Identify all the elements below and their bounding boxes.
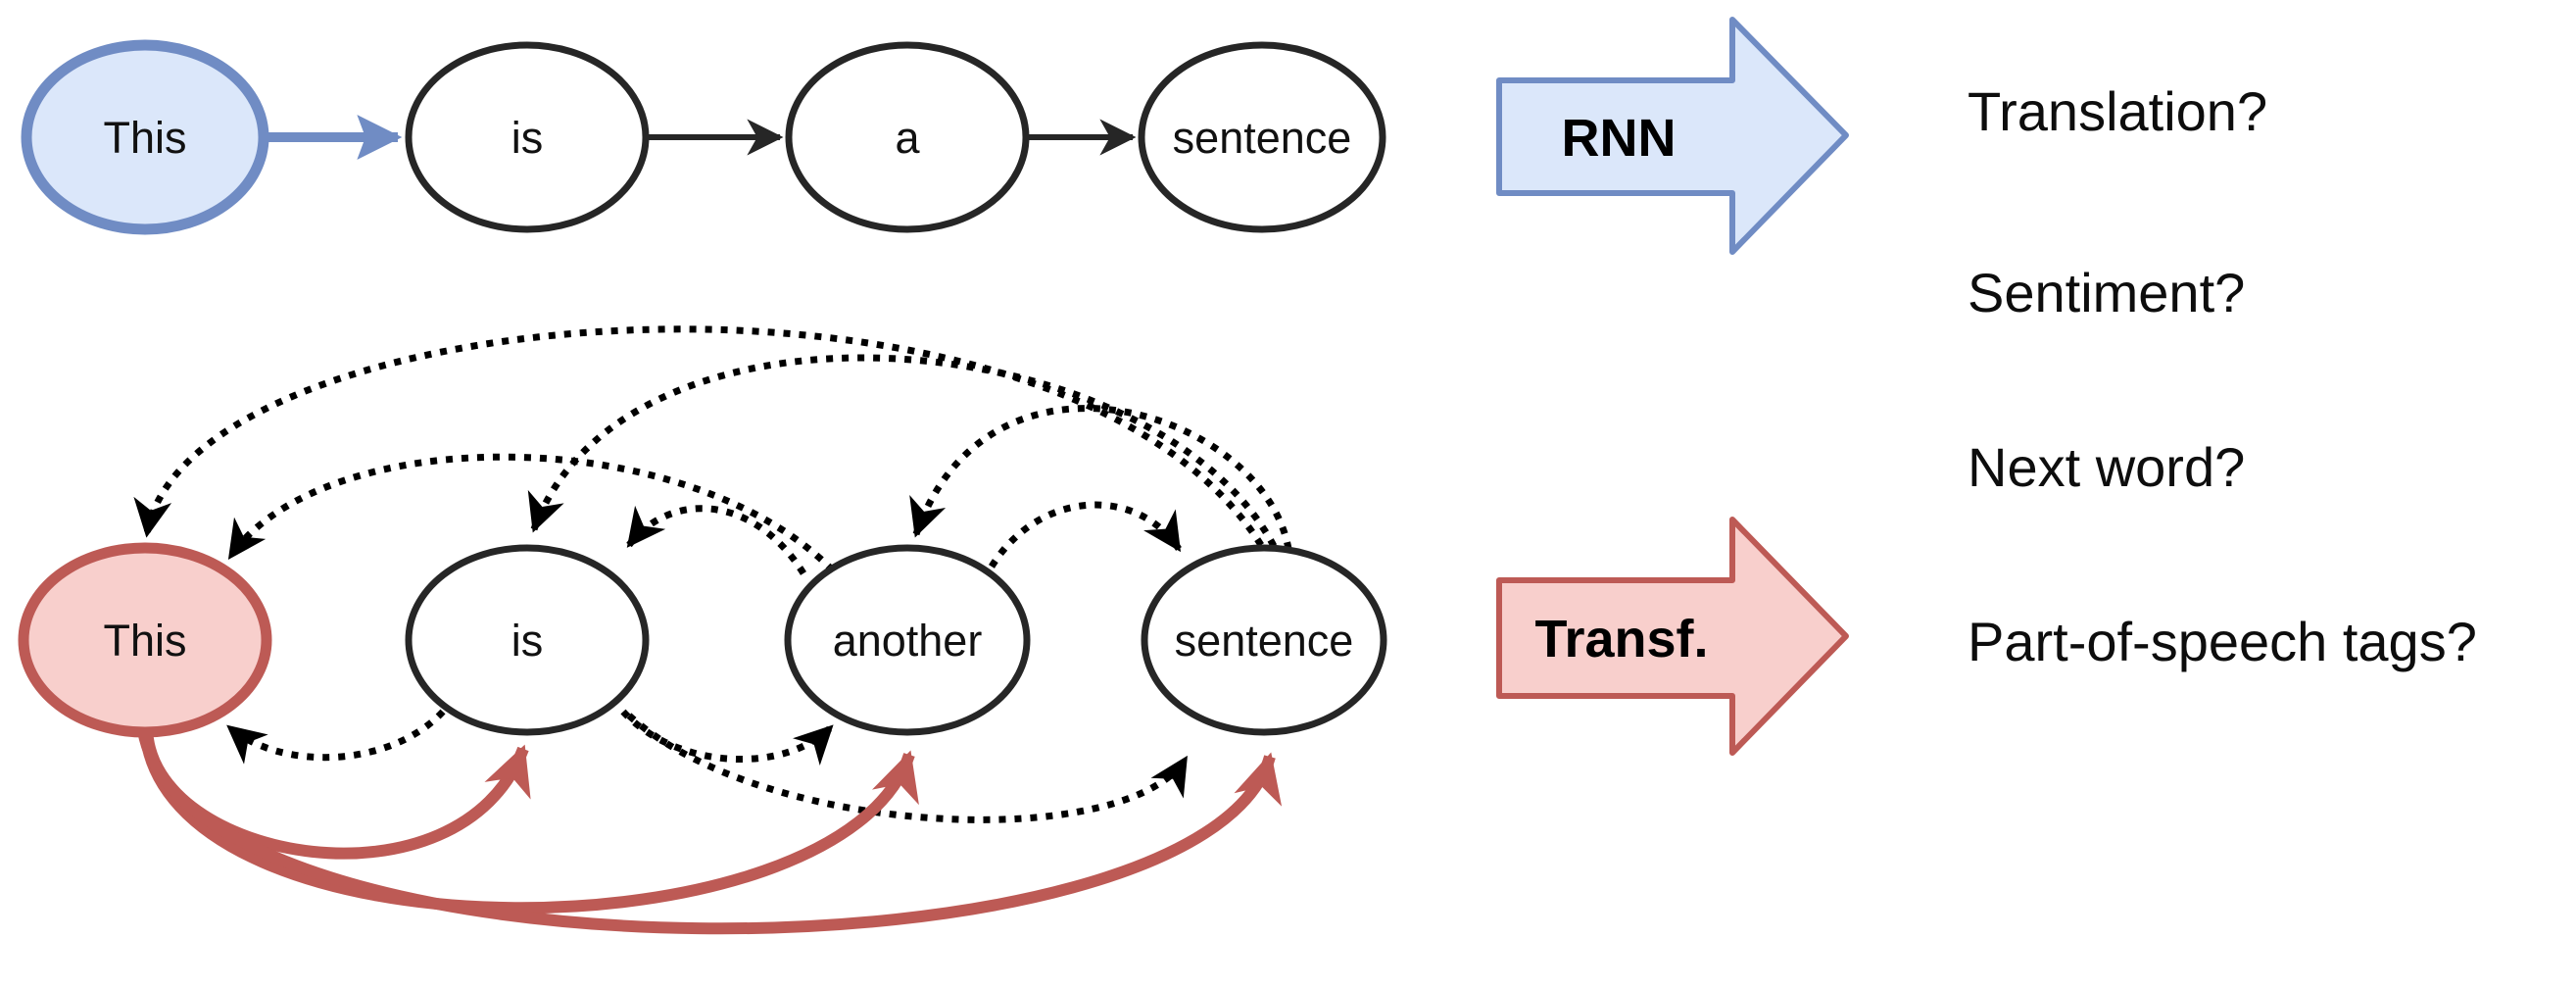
transformer-node-this <box>18 542 272 738</box>
rnn-node-is-label: is <box>511 113 544 163</box>
rnn-node-this-label: This <box>103 113 186 163</box>
attn-edge-is-to-sentence <box>626 713 1189 823</box>
rnn-block-arrow <box>1496 17 1849 255</box>
transformer-row: This is another sentence Transf. <box>18 325 1849 935</box>
task-list: Translation? Sentiment? Next word? Part-… <box>1968 80 2477 672</box>
transformer-node-is <box>405 544 650 736</box>
attn-edge-another-to-this <box>227 453 836 573</box>
attn-edge-sentence-to-this <box>133 325 1264 547</box>
attn-edge-is-to-this <box>226 709 446 765</box>
transformer-node-is-label: is <box>511 616 544 666</box>
transformer-node-sentence-label: sentence <box>1175 616 1354 666</box>
rnn-row: This is a sentence RNN <box>21 17 1849 255</box>
task-label-next-word: Next word? <box>1968 436 2245 498</box>
transformer-node-this-label: This <box>103 616 186 666</box>
attn-edge-sentence-to-another <box>909 405 1292 550</box>
attn-edge-sentence-to-is <box>527 354 1278 548</box>
task-label-sentiment: Sentiment? <box>1968 262 2245 323</box>
attn-edge-another-to-sentence <box>989 501 1182 569</box>
task-label-pos-tags: Part-of-speech tags? <box>1968 611 2477 672</box>
rnn-node-a <box>785 41 1030 233</box>
attn-edge-another-to-is <box>626 505 806 575</box>
rnn-node-sentence-label: sentence <box>1173 113 1352 163</box>
transformer-node-another <box>784 544 1031 736</box>
rnn-block-arrow-label: RNN <box>1562 109 1677 168</box>
transformer-block-arrow-label: Transf. <box>1534 610 1708 668</box>
transformer-node-another-label: another <box>833 616 983 666</box>
dependency-edge-this-to-another <box>139 728 919 915</box>
transformer-node-sentence <box>1141 544 1387 736</box>
rnn-node-a-label: a <box>895 113 920 163</box>
rnn-node-is <box>405 41 650 233</box>
rnn-node-sentence <box>1138 41 1386 233</box>
dependency-edge-this-to-sentence <box>137 728 1282 935</box>
task-label-translation: Translation? <box>1968 80 2267 142</box>
rnn-node-this <box>21 39 269 235</box>
transformer-block-arrow <box>1496 517 1849 756</box>
